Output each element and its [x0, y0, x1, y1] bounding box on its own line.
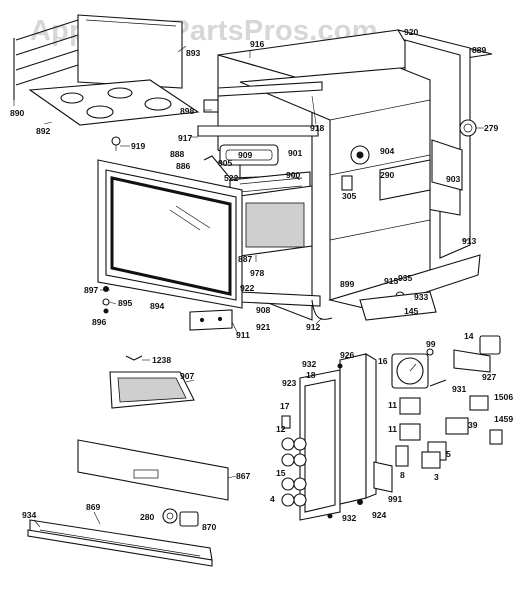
part-number-labels: 890 893 892 919 916 920 889 898 918 279 …: [10, 27, 513, 532]
part-label: 926: [340, 350, 355, 360]
part-label: 11: [388, 400, 397, 410]
part-label: 279: [484, 123, 499, 133]
part-label: 991: [388, 494, 403, 504]
part-label: 39: [468, 420, 478, 430]
part-label: 908: [256, 305, 271, 315]
part-label: 924: [372, 510, 387, 520]
part-label: 918: [310, 123, 325, 133]
part-label: 897: [84, 285, 99, 295]
part-label: 888: [170, 149, 185, 159]
part-label: 12: [276, 424, 286, 434]
part-label: 915: [384, 276, 399, 286]
part-label: 900: [286, 170, 301, 180]
part-label: 935: [398, 273, 413, 283]
part-label: 99: [426, 339, 436, 349]
part-label: 904: [380, 146, 395, 156]
part-label: 8: [400, 470, 405, 480]
part-label: 895: [118, 298, 133, 308]
leader-lines: [13, 45, 484, 528]
part-label: 893: [186, 48, 201, 58]
controls-components: [281, 335, 503, 521]
part-label: 894: [150, 301, 165, 311]
part-label: 3: [434, 472, 439, 482]
oven-door-assembly: [97, 159, 243, 331]
part-label: 889: [472, 45, 487, 55]
part-label: 280: [140, 512, 155, 522]
part-label: 1238: [152, 355, 171, 365]
part-label: 890: [10, 108, 25, 118]
part-label: 901: [288, 148, 303, 158]
part-label: 932: [342, 513, 357, 523]
part-label: 913: [462, 236, 477, 246]
part-label: 922: [240, 283, 255, 293]
part-label: 870: [202, 522, 217, 532]
part-label: 921: [256, 322, 271, 332]
part-label: 522: [224, 173, 239, 183]
part-label: 912: [306, 322, 321, 332]
part-label: 903: [446, 174, 461, 184]
part-label: 899: [340, 279, 355, 289]
part-label: 11: [388, 424, 397, 434]
part-label: 905: [218, 158, 233, 168]
part-label: 917: [178, 133, 193, 143]
part-label: 14: [464, 331, 474, 341]
part-label: 892: [36, 126, 51, 136]
part-label: 17: [280, 401, 290, 411]
part-label: 290: [380, 170, 395, 180]
cooktop-assembly: [13, 14, 200, 151]
part-label: 898: [180, 106, 195, 116]
part-label: 919: [131, 141, 146, 151]
filter-assembly: [109, 355, 195, 409]
part-label: 909: [238, 150, 253, 160]
part-label: 923: [282, 378, 297, 388]
control-panel-assembly: [27, 439, 229, 567]
part-label: 887: [238, 254, 253, 264]
part-label: 5: [446, 449, 451, 459]
part-label: 896: [92, 317, 107, 327]
part-label: 18: [306, 370, 316, 380]
part-label: 920: [404, 27, 419, 37]
part-label: 1506: [494, 392, 513, 402]
part-label: 911: [236, 330, 250, 340]
part-label: 867: [236, 471, 251, 481]
part-label: 15: [276, 468, 286, 478]
part-label: 1459: [494, 414, 513, 424]
part-label: 869: [86, 502, 101, 512]
part-label: 934: [22, 510, 37, 520]
part-label: 886: [176, 161, 191, 171]
part-label: 145: [404, 306, 419, 316]
part-label: 907: [180, 371, 195, 381]
part-label: 933: [414, 292, 429, 302]
part-label: 4: [270, 494, 275, 504]
part-label: 932: [302, 359, 317, 369]
part-label: 16: [378, 356, 388, 366]
part-label: 978: [250, 268, 265, 278]
part-label: 305: [342, 191, 357, 201]
part-label: 927: [482, 372, 497, 382]
part-label: 916: [250, 39, 265, 49]
part-label: 931: [452, 384, 467, 394]
